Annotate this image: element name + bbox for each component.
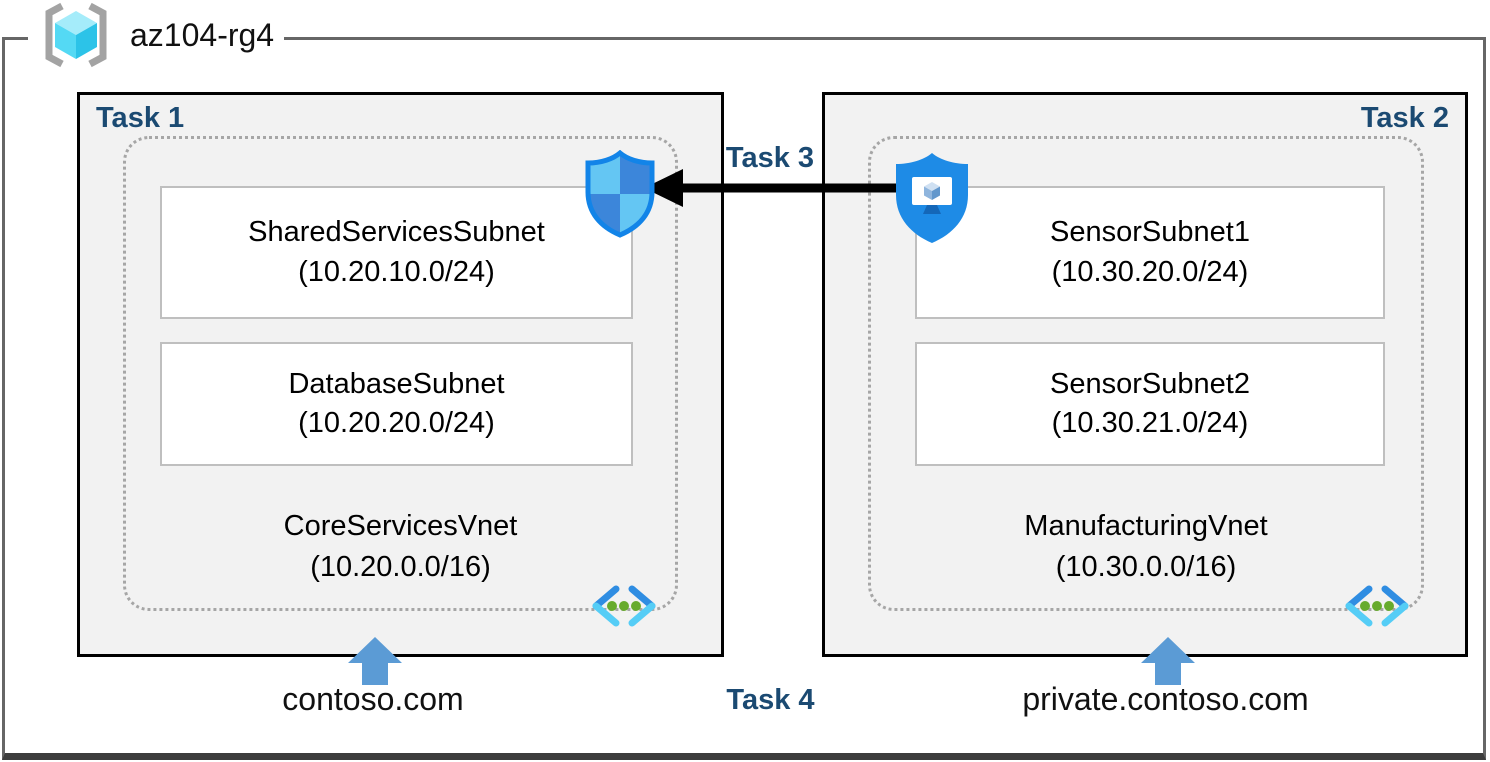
database-subnet-box: DatabaseSubnet (10.20.20.0/24): [160, 342, 633, 466]
contoso-dns-label: contoso.com: [282, 681, 464, 717]
subnet-name: SharedServicesSubnet: [248, 216, 545, 249]
vnet-cidr: (10.30.0.0/16): [1055, 550, 1237, 583]
vnet-name: CoreServicesVnet: [283, 510, 518, 542]
vnet-cidr: (10.20.0.0/16): [310, 550, 491, 583]
resource-group-name: az104-rg4: [130, 16, 275, 53]
core-services-vnet-label: CoreServicesVnet (10.20.0.0/16): [123, 506, 678, 587]
subnet-cidr: (10.30.20.0/24): [1051, 255, 1249, 288]
private-contoso-dns-label: private.contoso.com: [1022, 681, 1309, 717]
task1-title: Task 1: [96, 102, 185, 134]
task4-title: Task 4: [726, 684, 815, 716]
subnet-name: SensorSubnet1: [1050, 216, 1250, 249]
bastion-shield-monitor-icon: [896, 153, 968, 243]
core-services-vnet-container: [123, 136, 678, 611]
task3-title: Task 3: [725, 142, 815, 174]
manufacturing-vnet-container: [868, 136, 1424, 611]
sensor-subnet1-box: SensorSubnet1 (10.30.20.0/24): [915, 186, 1385, 319]
subnet-name: SensorSubnet2: [1050, 367, 1250, 400]
network-security-group-shield-icon: [585, 150, 655, 238]
blue-up-arrow-icon: [348, 637, 402, 685]
virtual-network-chevrons-icon: [592, 585, 656, 627]
subnet-cidr: (10.30.21.0/24): [1051, 407, 1249, 439]
blue-up-arrow-icon: [1141, 637, 1195, 685]
resource-group-icon: [45, 2, 107, 68]
sensor-subnet2-box: SensorSubnet2 (10.30.21.0/24): [915, 342, 1385, 466]
subnet-name: DatabaseSubnet: [288, 367, 505, 400]
manufacturing-vnet-label: ManufacturingVnet (10.30.0.0/16): [868, 506, 1424, 587]
virtual-network-chevrons-icon: [1345, 585, 1409, 627]
task2-title: Task 2: [1360, 102, 1449, 134]
resource-group-label: az104-rg4: [28, 0, 285, 70]
subnet-cidr: (10.20.10.0/24): [298, 255, 495, 288]
subnet-cidr: (10.20.20.0/24): [298, 407, 495, 439]
shared-services-subnet-box: SharedServicesSubnet (10.20.10.0/24): [160, 186, 633, 319]
vnet-name: ManufacturingVnet: [1024, 510, 1268, 542]
